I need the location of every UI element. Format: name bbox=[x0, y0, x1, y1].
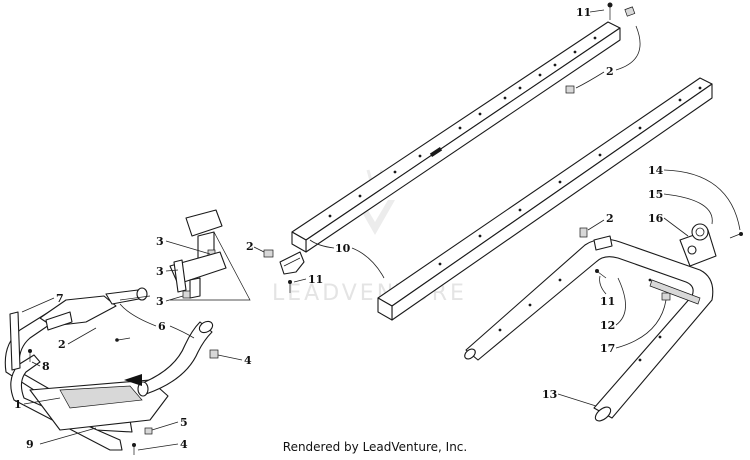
callout-2-top: 2 bbox=[575, 25, 641, 89]
bolt-parts bbox=[288, 2, 743, 293]
svg-text:2: 2 bbox=[246, 240, 254, 253]
svg-text:12: 12 bbox=[600, 319, 615, 332]
upper-rail-part bbox=[291, 21, 621, 253]
svg-text:8: 8 bbox=[42, 360, 50, 373]
curved-tube-part bbox=[137, 320, 219, 397]
front-bumper-part bbox=[4, 287, 169, 451]
callout-2-left: 2 bbox=[58, 327, 97, 351]
callout-2-center: 2 bbox=[246, 240, 265, 253]
svg-text:7: 7 bbox=[56, 292, 64, 305]
svg-text:17: 17 bbox=[600, 342, 615, 355]
callout-16: 16 bbox=[648, 212, 689, 237]
callout-4-bottom: 4 bbox=[137, 438, 188, 451]
svg-text:11: 11 bbox=[600, 295, 615, 308]
svg-text:6: 6 bbox=[158, 320, 166, 333]
svg-text:13: 13 bbox=[542, 388, 557, 401]
callout-13: 13 bbox=[542, 388, 597, 407]
callout-11-right: 11 bbox=[599, 275, 615, 308]
right-tube-frame-part bbox=[464, 235, 714, 422]
lower-rail-part bbox=[377, 77, 713, 321]
svg-text:3: 3 bbox=[156, 235, 164, 248]
bumper-bolts bbox=[28, 337, 153, 455]
svg-text:2: 2 bbox=[606, 212, 614, 225]
svg-text:3: 3 bbox=[156, 295, 164, 308]
svg-text:10: 10 bbox=[335, 242, 351, 255]
center-bracket-part bbox=[279, 251, 305, 275]
callout-3-middle: 3 bbox=[156, 265, 179, 278]
mount-bracket-parts bbox=[169, 209, 251, 301]
svg-text:15: 15 bbox=[648, 188, 663, 201]
footer-credit: Rendered by LeadVenture, Inc. bbox=[282, 440, 468, 454]
callout-17: 17 bbox=[600, 299, 667, 355]
callout-11-top: 11 bbox=[576, 6, 605, 19]
callout-9: 9 bbox=[26, 427, 97, 451]
end-cap-parts bbox=[263, 6, 671, 301]
callouts: 11 2 10 2 11 3 3 3 bbox=[14, 6, 741, 451]
svg-text:5: 5 bbox=[180, 416, 188, 429]
callout-7: 7 bbox=[21, 292, 64, 313]
svg-text:4: 4 bbox=[180, 438, 188, 451]
svg-text:2: 2 bbox=[606, 65, 614, 78]
callout-4-right: 4 bbox=[217, 354, 252, 367]
svg-text:2: 2 bbox=[58, 338, 66, 351]
callout-3-lower: 3 bbox=[156, 295, 184, 308]
callout-14: 14 bbox=[648, 164, 741, 231]
callout-2-right: 2 bbox=[587, 212, 614, 231]
svg-text:9: 9 bbox=[26, 438, 34, 451]
hitch-ring-part bbox=[679, 223, 717, 267]
svg-text:1: 1 bbox=[14, 398, 22, 411]
svg-text:4: 4 bbox=[244, 354, 252, 367]
callout-15: 15 bbox=[648, 188, 713, 225]
svg-text:3: 3 bbox=[156, 265, 164, 278]
svg-text:14: 14 bbox=[648, 164, 664, 177]
svg-text:11: 11 bbox=[576, 6, 591, 19]
callout-6: 6 bbox=[119, 303, 195, 339]
callout-3-upper: 3 bbox=[156, 235, 211, 255]
callout-5: 5 bbox=[151, 416, 188, 431]
callout-12: 12 bbox=[600, 277, 626, 332]
direction-arrow bbox=[124, 374, 142, 386]
callout-11-center: 11 bbox=[293, 273, 323, 286]
callout-10: 10 bbox=[309, 239, 385, 279]
callout-1: 1 bbox=[14, 397, 61, 411]
svg-text:16: 16 bbox=[648, 212, 664, 225]
callout-8: 8 bbox=[31, 360, 50, 373]
svg-text:11: 11 bbox=[308, 273, 323, 286]
